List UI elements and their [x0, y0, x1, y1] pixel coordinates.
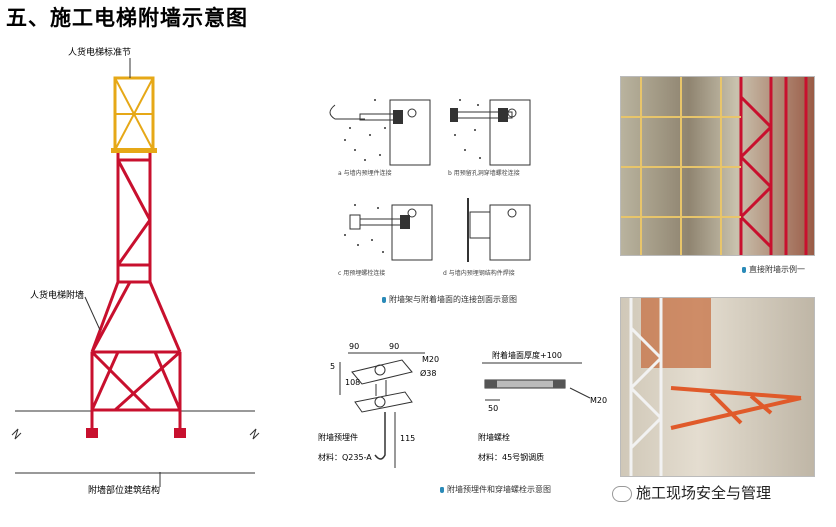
photo-attachment-example-2	[620, 297, 815, 477]
detail-a	[329, 99, 431, 166]
watermark: 施工现场安全与管理	[612, 482, 771, 503]
dim-m20-bolt: M20	[590, 396, 608, 405]
caption-detail-a: a 与墙内预埋件连接	[338, 170, 392, 177]
dim-90-b: 90	[389, 342, 400, 351]
label-floor-structure: 附墙部位建筑结构	[88, 486, 161, 496]
caption-bolt: 附墙预埋件和穿墙螺栓示意图	[440, 484, 551, 495]
detail-d	[467, 198, 531, 262]
mast-column	[116, 153, 152, 284]
dim-50: 50	[488, 404, 499, 413]
wechat-icon	[612, 485, 632, 502]
through-bolt	[482, 362, 591, 401]
embed-name: 附墙预埋件	[318, 433, 358, 442]
label-standard-section: 人货电梯标准节	[68, 48, 132, 58]
bolt-material: 材料：45号钢调质	[478, 453, 545, 462]
elevator-attachment-diagram	[11, 58, 260, 487]
caption-photo-1: 直接附墙示例一	[742, 264, 805, 275]
caption-detail-c: c 用预埋螺栓连接	[338, 270, 386, 277]
anchor-right	[174, 428, 186, 438]
caption-dot-icon	[382, 296, 386, 303]
detail-b	[450, 99, 531, 166]
dim-115: 115	[400, 434, 416, 443]
caption-dot-icon	[742, 266, 746, 273]
dim-90-a: 90	[349, 342, 360, 351]
caption-detail-d: d 与墙内预埋钢结构件焊接	[443, 270, 515, 277]
attachment-frame	[90, 281, 182, 430]
photo-attachment-example-1	[620, 76, 815, 256]
dim-5: 5	[330, 362, 336, 371]
page-title: 五、施工电梯附墙示意图	[6, 5, 248, 30]
bolt-name: 附墙螺栓	[478, 433, 510, 442]
break-mark-left	[11, 428, 22, 440]
embedded-part	[339, 352, 425, 468]
caption-detail-b: b 用预留孔洞穿墙螺栓连接	[448, 170, 520, 177]
dim-m20-embed: M20	[422, 355, 440, 364]
anchor-left	[86, 428, 98, 438]
embed-material: 材料：Q235-A	[318, 453, 372, 462]
dim-38: Ø38	[420, 369, 437, 378]
caption-connection: 附墙架与附着墙面的连接剖面示意图	[382, 294, 517, 305]
label-wall-attachment: 人货电梯附墙	[30, 291, 85, 301]
bolt-thickness-label: 附着墙面厚度+100	[492, 351, 562, 360]
dim-108: 108	[345, 378, 361, 387]
caption-dot-icon	[440, 486, 444, 493]
break-mark-right	[249, 428, 260, 440]
detail-c	[349, 204, 433, 261]
